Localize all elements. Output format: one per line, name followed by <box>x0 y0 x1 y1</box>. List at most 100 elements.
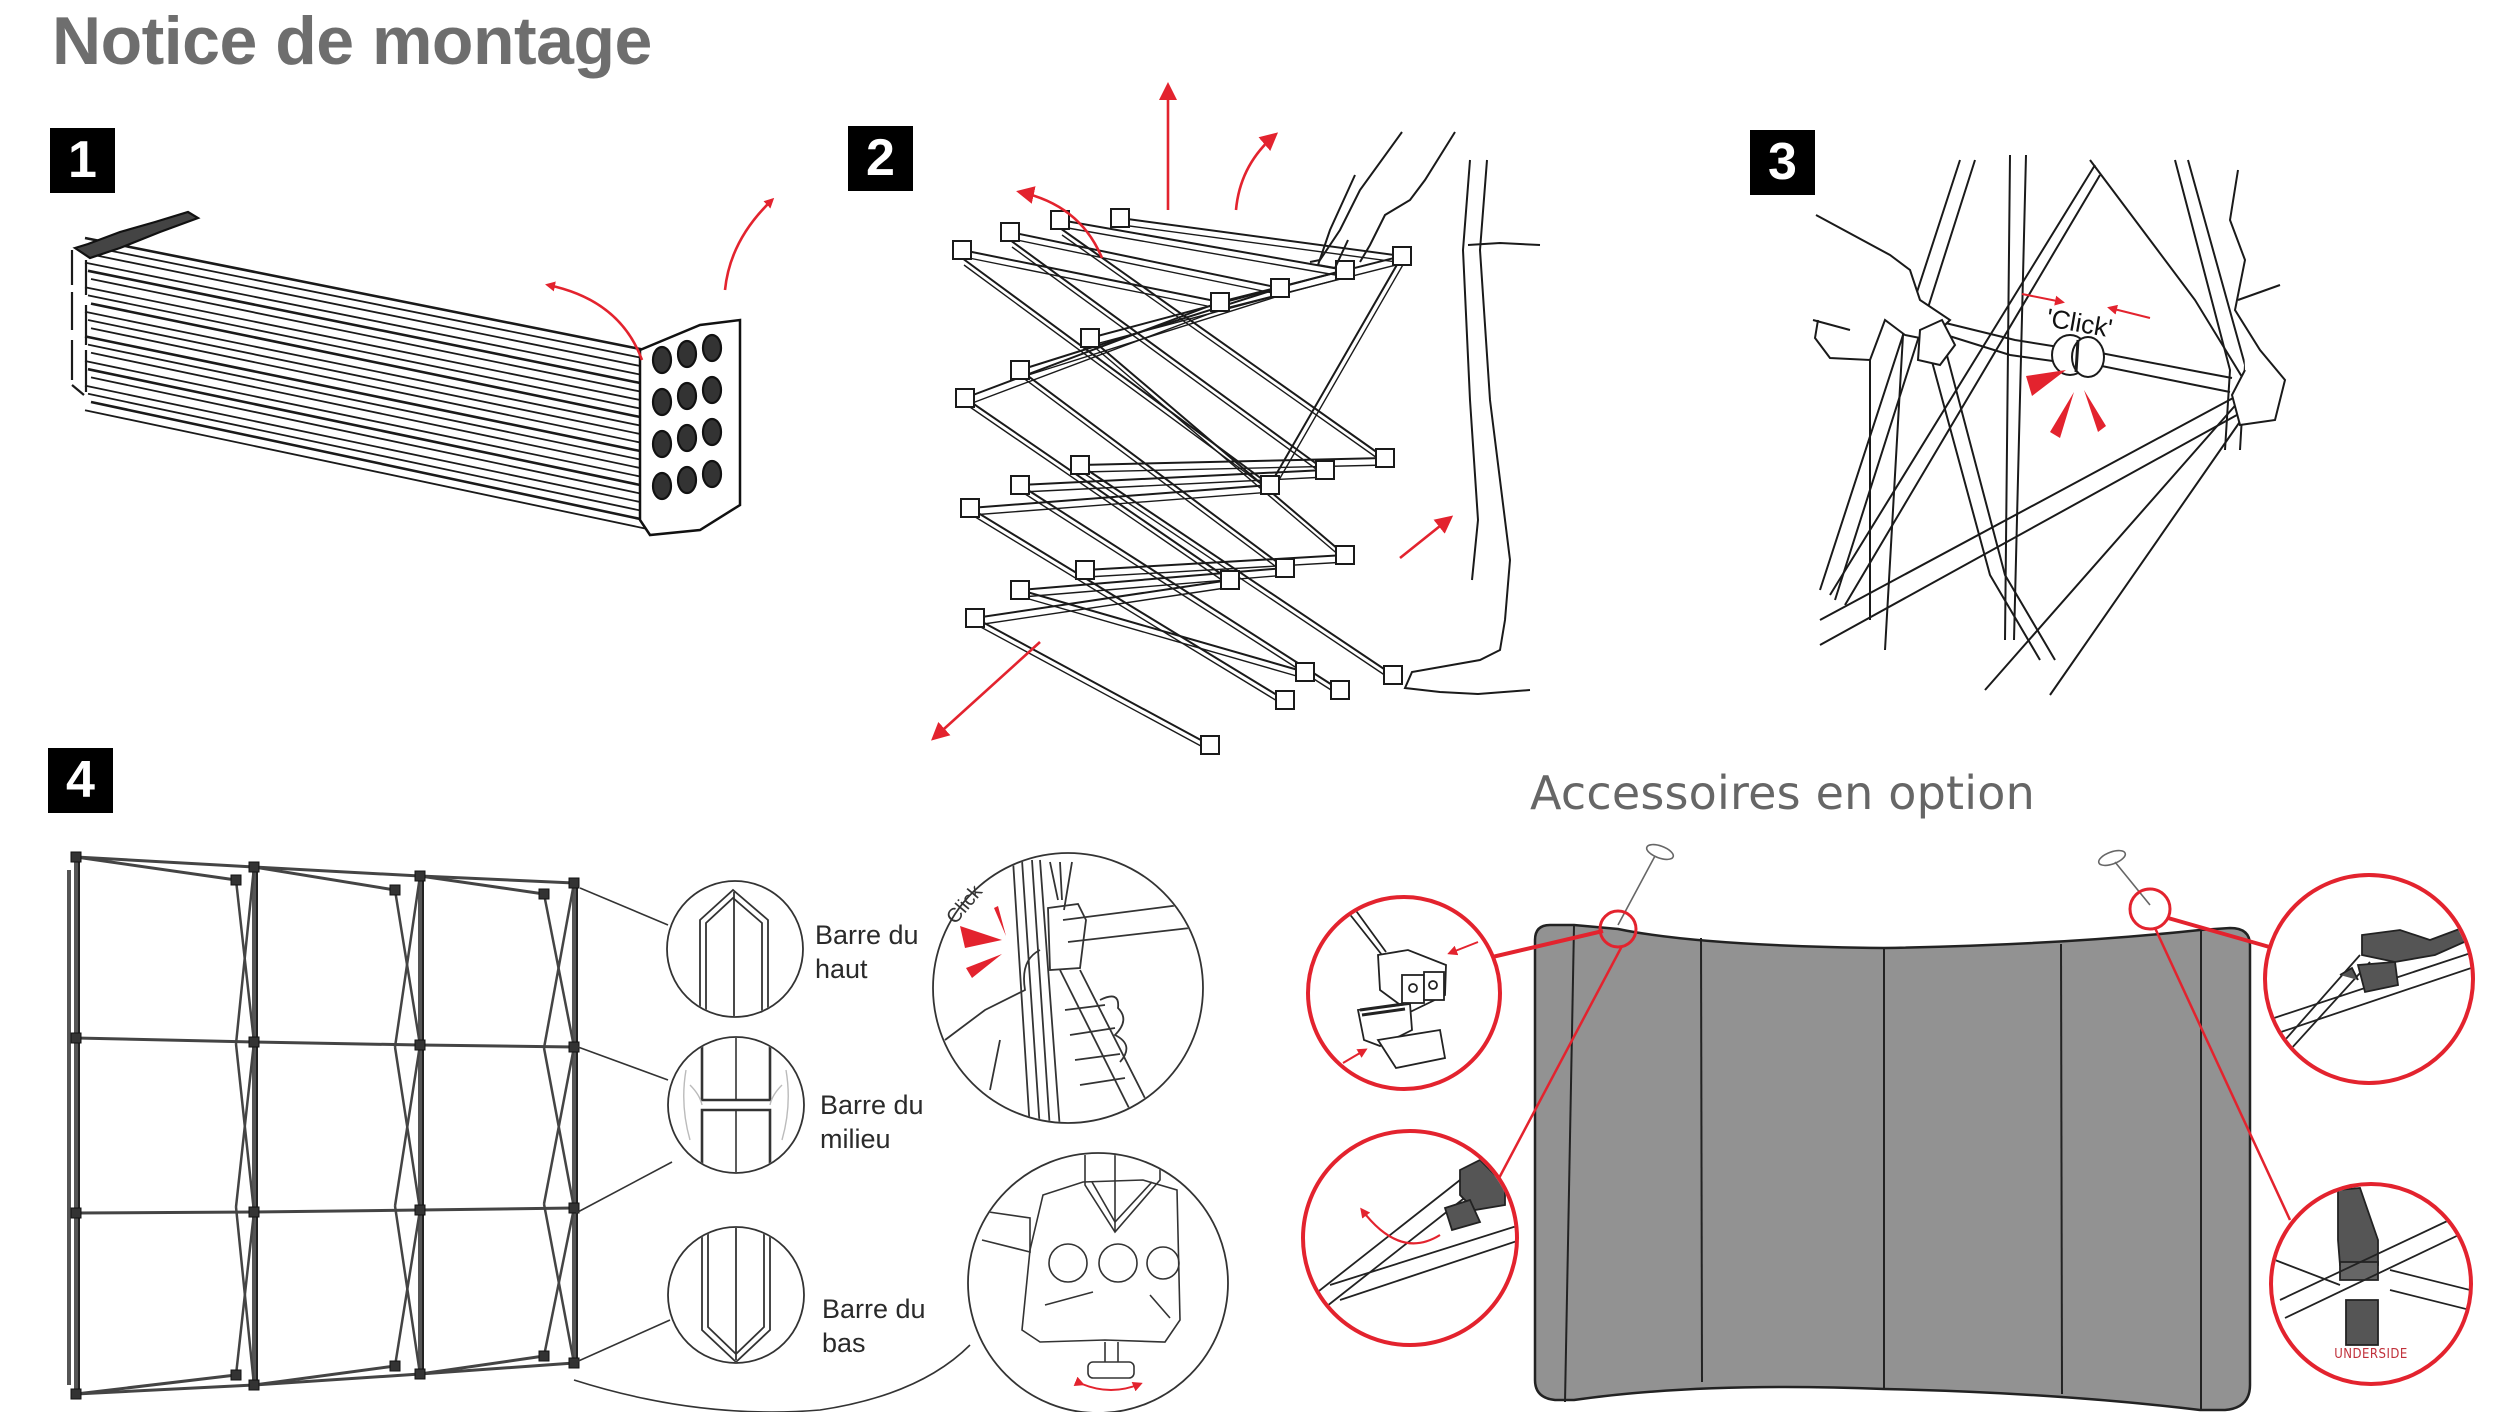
frame-node <box>414 1368 426 1380</box>
frame-bar <box>393 1044 422 1207</box>
frame-bar <box>1021 294 1283 378</box>
frame-node <box>1275 690 1295 710</box>
frame-bar <box>1011 238 1283 296</box>
bottom-bar-detail-icon <box>667 1226 805 1364</box>
frame-node <box>70 1388 82 1400</box>
step1-arrow-rotate-left-icon <box>545 281 644 361</box>
frame-bar <box>1009 231 1281 289</box>
frame-bar <box>75 1210 255 1215</box>
frame-bar <box>1079 457 1386 466</box>
display-panel-illustration <box>1533 843 2252 1412</box>
step3-click-arrows-icon <box>2021 293 2151 319</box>
bar-end-cap <box>701 333 723 363</box>
frame-bar <box>253 1040 421 1047</box>
magnetic-bar-click-detail-icon: Click <box>932 852 1204 1124</box>
step1-arrow-rotate-up-icon <box>723 197 775 291</box>
label-middle-bar-line2: milieu <box>820 1124 891 1154</box>
light-connector-callout-icon <box>1306 895 1502 1091</box>
accessory-callout-lines <box>1487 916 2292 1221</box>
frame-node <box>70 1207 82 1219</box>
frame-node <box>1375 448 1395 468</box>
frame-bar <box>976 586 1233 626</box>
frame-bar <box>253 1372 421 1387</box>
bar-end-cap <box>701 375 723 405</box>
frame-bar <box>87 245 646 360</box>
frame-bar <box>90 376 646 496</box>
frame-node <box>1330 680 1350 700</box>
frame-bar <box>393 1209 422 1367</box>
label-top-bar-line2: haut <box>815 954 868 984</box>
frame-node <box>955 388 975 408</box>
label-middle-bar-line1: Barre du <box>820 1090 924 1120</box>
frame-bar <box>87 269 646 386</box>
foot-rotate-arrow-icon <box>1073 1376 1143 1392</box>
label-bottom-bar: Barre du bas <box>822 1292 926 1360</box>
frame-bar <box>966 308 1223 406</box>
frame-bar <box>419 1206 575 1212</box>
frame-node <box>248 1036 260 1048</box>
frame-bar <box>84 360 646 479</box>
frame-node <box>1010 360 1030 380</box>
frame-node <box>1220 570 1240 590</box>
frame-node <box>1275 558 1295 578</box>
step3-click-burst-icon <box>2026 370 2106 438</box>
label-bottom-bar-line1: Barre du <box>822 1294 926 1324</box>
frame-node <box>248 1379 260 1391</box>
frame-bar <box>419 874 575 885</box>
bar-end-cap <box>651 387 673 417</box>
bar-end-cap <box>701 417 723 447</box>
frame-node <box>230 1369 242 1381</box>
label-middle-bar: Barre du milieu <box>820 1088 924 1156</box>
frame-bar <box>75 1036 255 1044</box>
bar-end-cap <box>676 423 698 453</box>
frame-bar <box>1009 239 1326 471</box>
frame-node <box>248 861 260 873</box>
frame-bar <box>87 392 646 513</box>
frame-bar <box>964 397 1231 581</box>
frame-bar <box>87 343 646 462</box>
step2-arrow-rotate-right-icon <box>1234 132 1279 211</box>
frame-bar <box>75 1383 255 1396</box>
frame-node <box>538 888 550 900</box>
frame-node <box>1335 260 1355 280</box>
frame-node <box>1070 455 1090 475</box>
frame-bar <box>90 278 646 394</box>
frame-bar <box>234 866 256 1045</box>
step-badge-4: 4 <box>48 748 113 813</box>
frame-bar <box>1019 369 1286 569</box>
frame-bar <box>1021 574 1288 598</box>
frame-bar <box>1221 262 1405 310</box>
frame-bar <box>87 367 646 488</box>
frame-node <box>1315 460 1335 480</box>
frame-bar <box>84 286 646 402</box>
frame-bar <box>84 310 646 428</box>
frame-bar <box>1271 262 1405 493</box>
frame-node <box>1335 545 1355 565</box>
frame-node <box>1383 665 1403 685</box>
frame-bar <box>253 865 421 878</box>
step2-arrow-expand-right-icon <box>1399 515 1454 560</box>
frame-bar <box>1019 567 1286 591</box>
bar-end-cap <box>676 465 698 495</box>
frame-node <box>568 1202 580 1214</box>
frame-bar <box>1269 255 1403 486</box>
frame-bar <box>90 327 646 445</box>
frame-bar <box>419 1361 575 1376</box>
frame-node <box>1010 580 1030 600</box>
frame-node <box>568 877 580 889</box>
frame-node <box>1080 328 1100 348</box>
bar-end-cap <box>651 429 673 459</box>
frame-bar <box>1011 246 1328 478</box>
step3-click-label: 'Click' <box>2044 302 2114 343</box>
frame-bar <box>419 874 545 896</box>
frame-bar <box>1059 219 1346 271</box>
frame-bar <box>963 256 1223 310</box>
frame-bar <box>90 302 646 420</box>
frame-node <box>1110 208 1130 228</box>
frame-bar <box>253 1208 421 1214</box>
frame-node <box>230 874 242 886</box>
frame-bar <box>90 253 646 368</box>
frame-bar <box>87 319 646 436</box>
frame-bar <box>84 261 646 377</box>
